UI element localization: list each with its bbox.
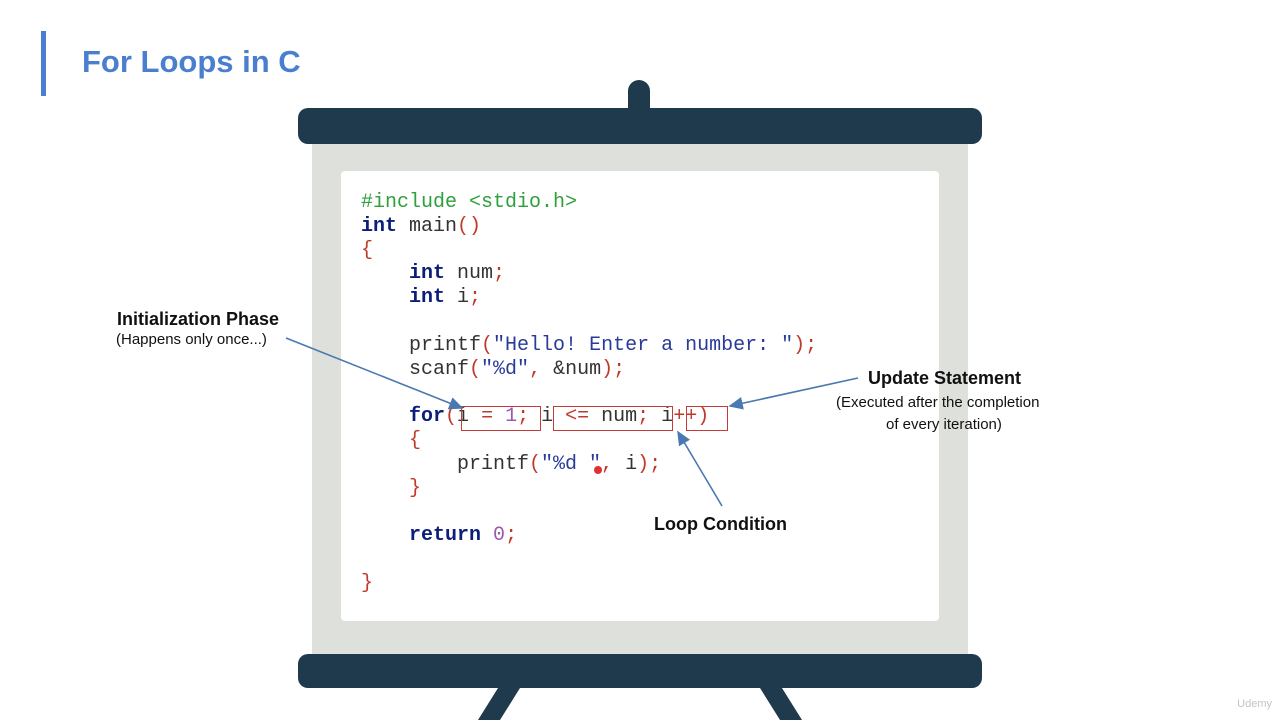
code-token: ); — [601, 357, 626, 381]
code-token: } — [361, 571, 374, 595]
code-line: #include <stdio.h> — [361, 191, 817, 215]
code-token: ++) — [673, 405, 710, 429]
code-token: for — [409, 405, 446, 429]
code-token: 1 — [505, 405, 518, 429]
code-token: () — [457, 214, 482, 238]
code-line: return 0; — [361, 524, 817, 548]
code-token: ; — [517, 405, 542, 429]
pointer-dot — [594, 466, 602, 474]
code-token: main — [397, 214, 458, 238]
code-token: "%d" — [481, 357, 530, 381]
code-token: i — [541, 405, 566, 429]
code-token: i — [661, 405, 674, 429]
code-line: } — [361, 477, 817, 501]
code-block: #include <stdio.h>int main(){ int num; i… — [361, 191, 817, 596]
update-statement-note-line2: of every iteration) — [886, 416, 1002, 433]
code-token: printf — [361, 452, 530, 476]
code-token: printf — [361, 333, 482, 357]
code-token: i — [625, 452, 638, 476]
title-accent-bar — [41, 31, 46, 96]
slide-title: For Loops in C — [82, 44, 301, 79]
code-token: , — [601, 452, 626, 476]
code-token: ; — [469, 286, 482, 310]
projector-hook — [628, 80, 650, 114]
init-phase-note: (Happens only once...) — [116, 331, 267, 348]
code-token: return — [409, 524, 482, 548]
code-token: { — [361, 238, 374, 262]
update-highlight-box — [686, 406, 728, 431]
code-token: i — [445, 286, 470, 310]
code-token: int — [409, 286, 446, 310]
code-line: } — [361, 572, 817, 596]
code-token: num — [445, 262, 494, 286]
udemy-watermark: Udemy — [1237, 698, 1272, 710]
condition-highlight-box — [553, 406, 673, 431]
code-token: ); — [637, 452, 662, 476]
code-token: num — [601, 405, 638, 429]
code-token: scanf — [361, 357, 470, 381]
code-token: i — [457, 405, 482, 429]
code-token: ; — [505, 524, 518, 548]
code-line: int i; — [361, 286, 817, 310]
code-token: "Hello! Enter a number: " — [493, 333, 794, 357]
code-token: ( — [469, 357, 482, 381]
code-token: 0 — [493, 524, 506, 548]
code-token: , — [529, 357, 554, 381]
code-card — [341, 171, 939, 621]
code-line: { — [361, 429, 817, 453]
code-line: { — [361, 239, 817, 263]
code-token: ; — [637, 405, 662, 429]
code-token: int — [409, 262, 446, 286]
screen-bottom-bar — [298, 654, 982, 688]
code-line: int num; — [361, 262, 817, 286]
code-token: ); — [793, 333, 818, 357]
code-line: for(i = 1; i <= num; i++) — [361, 405, 817, 429]
code-token: int — [361, 214, 398, 238]
update-statement-note-line1: (Executed after the completion — [836, 394, 1040, 411]
loop-condition-label: Loop Condition — [654, 514, 787, 534]
code-token: #include <stdio.h> — [361, 191, 578, 214]
code-token: ; — [493, 262, 506, 286]
init-phase-label: Initialization Phase — [117, 309, 280, 329]
screen-top-bar — [298, 108, 982, 144]
code-line: printf("%d ", i); — [361, 453, 817, 477]
code-token: ( — [445, 405, 458, 429]
code-token: <= — [565, 405, 602, 429]
code-token: { — [361, 428, 422, 452]
init-highlight-box — [461, 406, 541, 431]
update-statement-label: Update Statement — [868, 368, 1022, 388]
code-token: &num — [553, 357, 602, 381]
code-line: printf("Hello! Enter a number: "); — [361, 334, 817, 358]
code-token: } — [361, 476, 422, 500]
code-line: int main() — [361, 215, 817, 239]
code-token: = — [481, 405, 506, 429]
code-token: ( — [481, 333, 494, 357]
code-line: scanf("%d", &num); — [361, 358, 817, 382]
code-token: ( — [529, 452, 542, 476]
